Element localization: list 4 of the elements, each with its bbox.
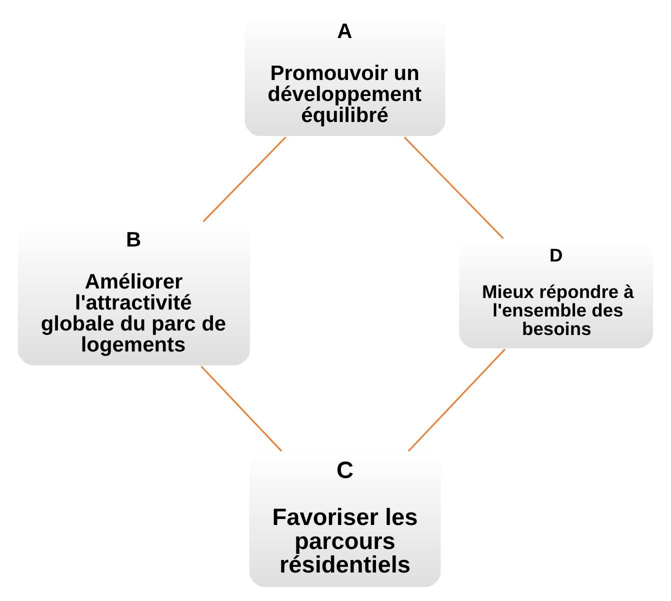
connector	[200, 366, 282, 452]
connector	[404, 136, 504, 240]
connector	[408, 348, 506, 452]
connector	[202, 136, 286, 222]
